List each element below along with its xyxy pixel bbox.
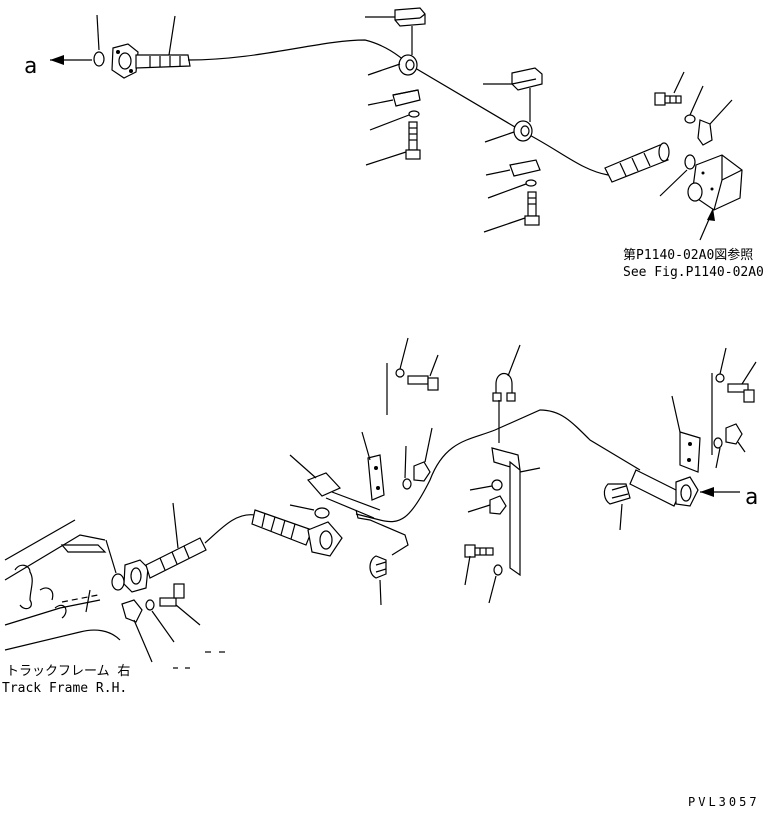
flange-rod-part [289,454,381,519]
washer-4 [395,337,409,378]
o-ring-part-lower [111,573,125,591]
see-figure-note-en: See Fig.P1140-02A0 [623,265,764,280]
o-ring-part-right [684,154,696,170]
washer-2 [487,179,537,199]
washer-3 [684,85,704,124]
u-clip-part [492,344,521,402]
reference-arrow-upper [50,55,92,65]
washer-5 [402,445,412,490]
grommet-1 [367,54,418,76]
hose-line-lower-left [204,514,256,544]
hose-part-lower-left [145,502,207,579]
see-figure-note-ja: 第P1140-02A0図参照 [623,247,753,263]
washer-8 [715,347,727,383]
clip-part-1 [369,555,387,606]
bolt-2 [483,191,540,233]
clamp-top-1 [365,7,426,27]
washer-1 [369,110,420,131]
hose-line-lower [355,409,641,523]
washer-7 [488,564,503,604]
clamp-top-2 [483,67,543,91]
bolt-7 [159,583,201,626]
grommet-2 [484,120,533,143]
track-frame-label-ja: トラックフレーム 右 [6,664,130,679]
bracket-2 [491,447,541,577]
flange-part-lower [123,559,149,593]
o-ring-part [93,51,105,67]
o-ring-part-mid [314,507,330,519]
nut-2 [467,495,507,515]
bracket-3 [671,395,701,473]
flange-part [111,43,139,79]
washer-6 [469,479,503,491]
valve-block-part [687,154,743,211]
bolt-5 [464,544,494,586]
bolt-6 [727,361,757,403]
reference-arrow-lower [700,487,740,497]
bracket-1 [361,431,385,501]
bolt-1 [365,121,421,166]
track-frame-label-en: Track Frame R.H. [2,681,127,696]
nut-3 [725,423,746,453]
split-flange-part-lower [121,599,153,663]
hose-part-lower-right [629,469,699,507]
hose-part-upper-left [135,15,191,69]
clamp-bottom-2 [485,159,541,177]
washer-9 [713,437,723,469]
reference-label-upper: a [24,54,37,79]
hose-part-lower-mid [251,509,343,557]
drawing-code: PVL3057 [688,795,760,809]
bolt-3 [654,71,685,106]
clip-part-2 [603,483,631,531]
nut-1 [413,427,433,482]
bolt-4 [407,354,439,391]
split-flange-part [697,99,733,146]
hose-line-upper [187,39,609,176]
track-frame-outline [4,519,121,651]
reference-leader-upper [699,208,715,241]
clamp-bottom-1 [367,89,421,107]
reference-label-lower: a [745,485,758,510]
hose-part-upper-right [604,142,670,183]
washer-10 [145,599,175,643]
